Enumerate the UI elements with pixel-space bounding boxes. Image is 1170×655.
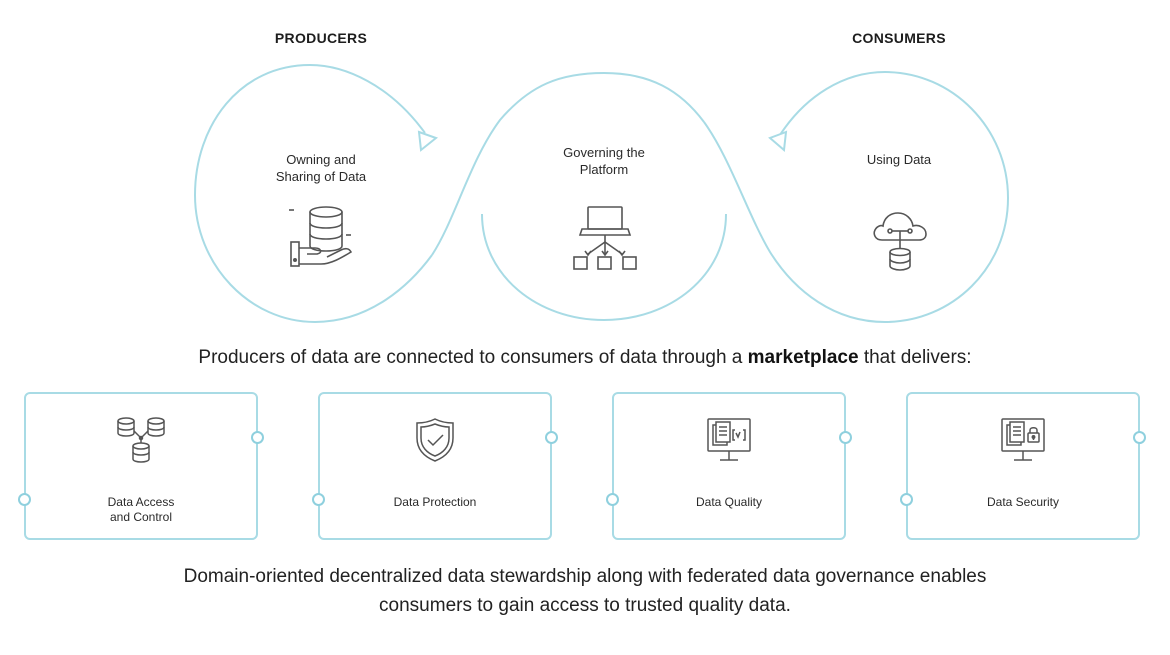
card-label-line: Data Quality bbox=[695, 495, 763, 509]
footer-line: Domain-oriented decentralized data stewa… bbox=[183, 566, 987, 587]
card-label-line: and Control bbox=[109, 510, 173, 524]
right-loop-arc bbox=[777, 70, 1010, 323]
card-label-line: Data Access bbox=[107, 495, 175, 509]
tagline-text: Producers of data are connected to consu… bbox=[198, 347, 748, 368]
connector-dot bbox=[18, 493, 31, 506]
tagline-emphasis: marketplace bbox=[747, 347, 859, 368]
laptop-network-icon bbox=[572, 204, 638, 272]
connector-dot bbox=[312, 493, 325, 506]
loop-label-owning-sharing: Owning and Sharing of Data bbox=[246, 151, 396, 185]
loop-label-line: Owning and bbox=[286, 152, 356, 167]
connector-dot bbox=[1133, 431, 1146, 444]
loop-label-line: Sharing of Data bbox=[275, 169, 367, 184]
connector-dot bbox=[251, 431, 264, 444]
tagline-text-end: that delivers: bbox=[858, 347, 972, 368]
loop-label-using-data: Using Data bbox=[824, 151, 974, 168]
middle-bottom-arc bbox=[481, 213, 727, 322]
card-data-quality: Data Quality bbox=[606, 392, 852, 540]
producer-consumer-flow-diagram bbox=[193, 63, 1010, 324]
left-s-curve bbox=[431, 71, 705, 256]
card-label: Data Security bbox=[908, 495, 1138, 510]
loop-label-line: Governing the bbox=[563, 145, 645, 160]
database-hand-icon bbox=[283, 202, 357, 270]
producers-heading: PRODUCERS bbox=[274, 30, 368, 46]
cloud-database-icon bbox=[870, 204, 930, 272]
card-data-access: Data Access and Control bbox=[18, 392, 264, 540]
arrowhead-right bbox=[417, 130, 439, 152]
card-label: Data Protection bbox=[320, 495, 550, 510]
card-label-line: Data Security bbox=[986, 495, 1060, 509]
left-loop-arc bbox=[193, 63, 433, 324]
monitor-lock-icon bbox=[908, 416, 1138, 464]
arrowhead-left bbox=[768, 130, 788, 152]
card-label: Data Quality bbox=[614, 495, 844, 510]
connector-dot bbox=[839, 431, 852, 444]
connector-dot bbox=[900, 493, 913, 506]
connector-dot bbox=[545, 431, 558, 444]
footer-statement: Domain-oriented decentralized data stewa… bbox=[0, 562, 1170, 620]
databases-connected-icon bbox=[26, 416, 256, 464]
shield-check-icon bbox=[320, 416, 550, 464]
card-data-protection: Data Protection bbox=[312, 392, 558, 540]
loop-label-line: Using Data bbox=[866, 152, 932, 167]
loop-label-governing: Governing the Platform bbox=[529, 144, 679, 178]
consumers-heading: CONSUMERS bbox=[852, 30, 946, 46]
card-label: Data Access and Control bbox=[26, 495, 256, 525]
card-data-security: Data Security bbox=[900, 392, 1146, 540]
connector-dot bbox=[606, 493, 619, 506]
footer-line: consumers to gain access to trusted qual… bbox=[379, 595, 791, 616]
monitor-document-icon bbox=[614, 416, 844, 464]
right-s-curve bbox=[703, 121, 886, 323]
marketplace-tagline: Producers of data are connected to consu… bbox=[0, 347, 1170, 369]
card-label-line: Data Protection bbox=[393, 495, 477, 509]
loop-label-line: Platform bbox=[579, 162, 629, 177]
